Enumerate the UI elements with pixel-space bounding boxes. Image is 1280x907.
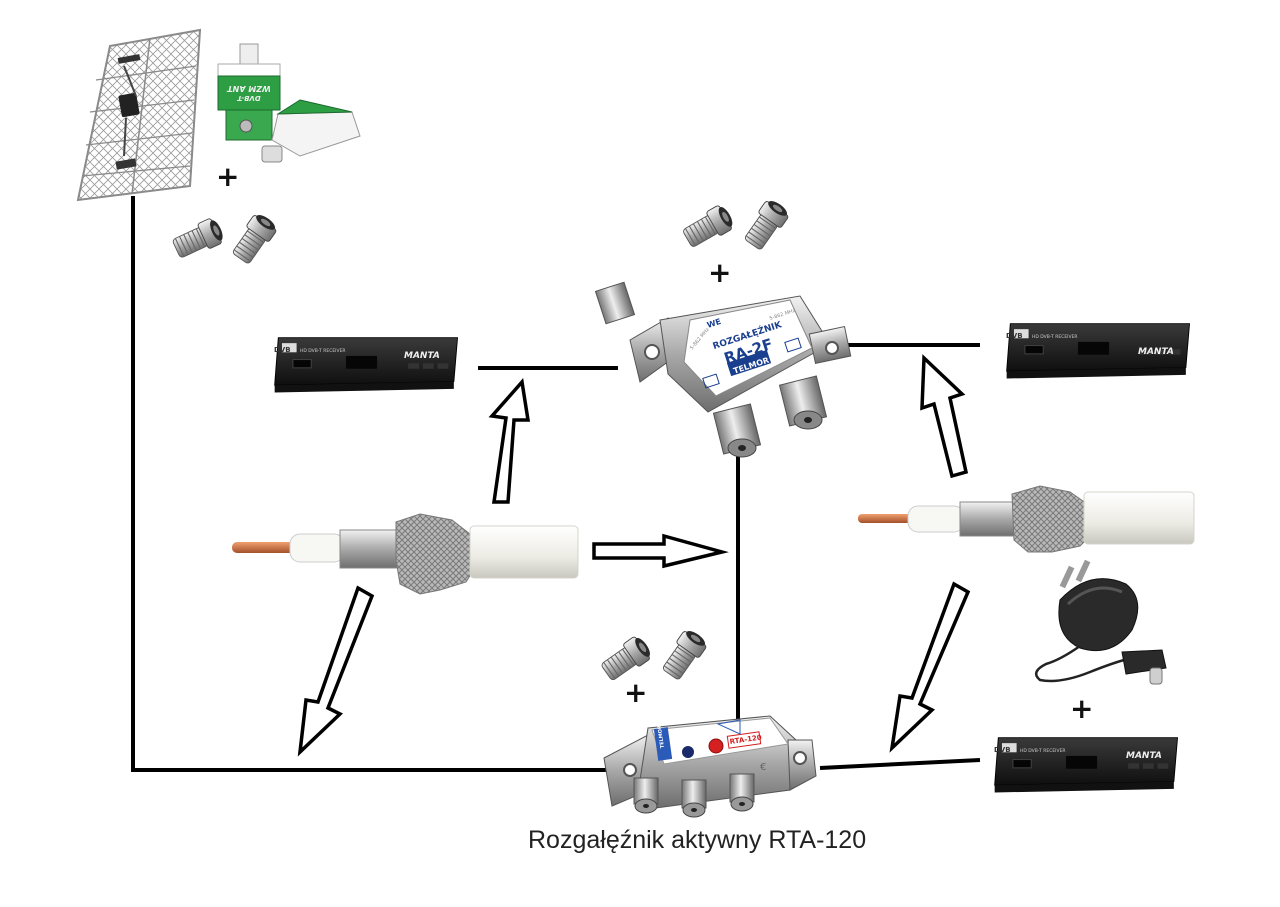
- plus-sign-antenna: +: [216, 160, 239, 193]
- receiver-left-image: DVB HD DVB-T RECEIVER MANTA: [274, 337, 459, 394]
- arrow-cable-to-splitter: [592, 533, 729, 569]
- plus-sign-bottom: +: [624, 676, 647, 709]
- f-connectors-bottom: [597, 626, 711, 685]
- receiver-left-label: HD DVB-T RECEIVER: [300, 348, 346, 354]
- active-splitter-to-receiver-line: [819, 758, 981, 770]
- arrows: [297, 354, 971, 757]
- receiver-left-dvb: DVB: [274, 346, 291, 354]
- plus-sign-top: +: [708, 256, 731, 289]
- arrow-cable-to-active-right: [889, 581, 971, 753]
- antenna-to-active-splitter-line: [131, 196, 608, 772]
- arrow-cable-to-right-receiver: [920, 354, 969, 479]
- power-supply-image: [1034, 559, 1167, 685]
- receiver-left-brand: MANTA: [404, 351, 440, 361]
- f-connectors-top: [679, 196, 793, 254]
- receiver-right-brand: MANTA: [1138, 347, 1174, 357]
- antenna-image: [76, 28, 202, 202]
- connection-lines: [131, 196, 981, 772]
- diagram-caption: Rozgałęźnik aktywny RTA-120: [528, 826, 867, 854]
- arrow-cable-to-active-left: [297, 585, 375, 757]
- antenna-amplifier-image: WZM ANT DVB-T: [217, 43, 361, 163]
- f-connectors-antenna: [169, 210, 281, 268]
- active-splitter-rta120-image: TELMOR RTA-120 €: [603, 715, 817, 818]
- receiver-right-dvb: DVB: [1006, 332, 1023, 340]
- ra2f-port-we: WE: [706, 317, 722, 330]
- receiver-bottom-label: HD DVB-T RECEIVER: [1020, 748, 1066, 754]
- rta120-brand: TELMOR: [657, 725, 666, 749]
- amplifier-line2: DVB-T: [236, 94, 260, 102]
- receiver-right-label: HD DVB-T RECEIVER: [1032, 334, 1078, 340]
- rta120-ce-mark: €: [760, 762, 766, 773]
- plus-sign-power: +: [1070, 692, 1093, 725]
- receiver-bottom-dvb: DVB: [994, 746, 1011, 754]
- receiver-right-image: DVB HD DVB-T RECEIVER MANTA: [1006, 323, 1191, 380]
- arrow-cable-to-left-receiver: [488, 378, 531, 504]
- amplifier-line1: WZM ANT: [227, 84, 271, 93]
- splitter-ra2f-image: ROZGAŁĘŹNIK RA-2F TELMOR WE 5-862 MHz 5-…: [594, 281, 852, 458]
- receiver-bottom-brand: MANTA: [1126, 751, 1162, 761]
- coax-cable-right-image: [858, 485, 1195, 553]
- coax-cable-left-image: [232, 513, 579, 595]
- receiver-bottom-image: DVB HD DVB-T RECEIVER MANTA: [994, 737, 1179, 794]
